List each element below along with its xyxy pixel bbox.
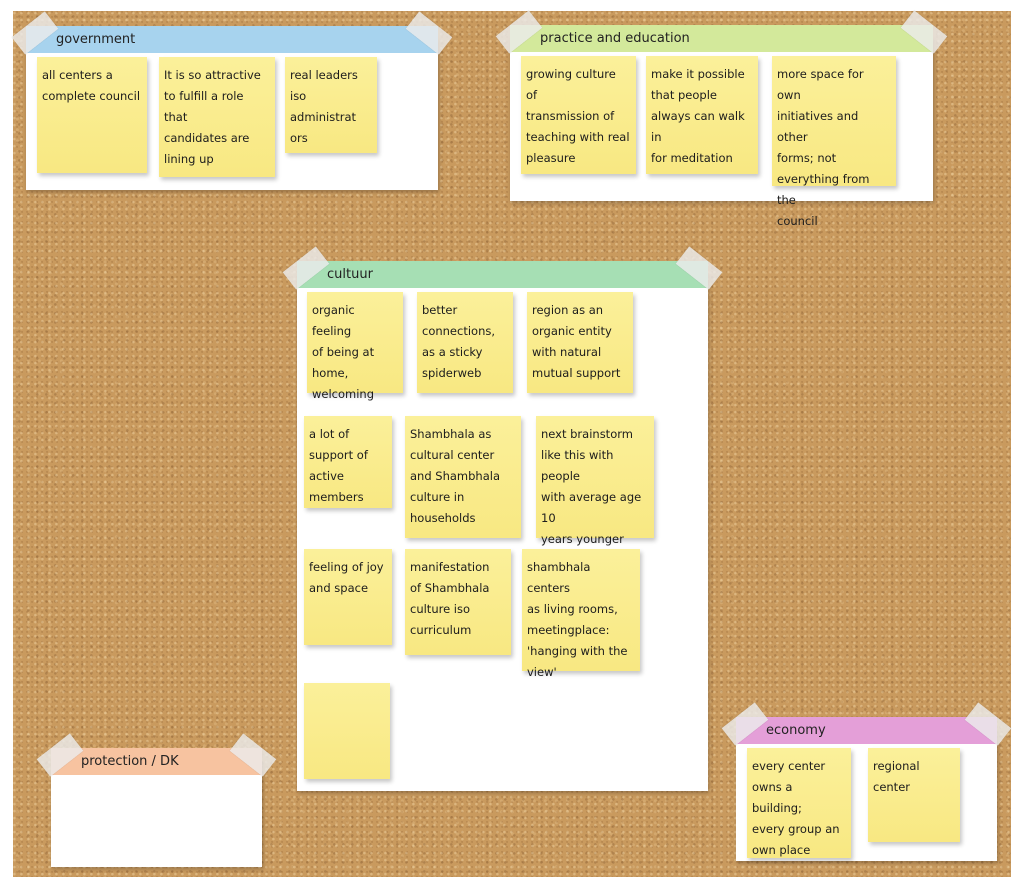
sticky-note[interactable]: more space for own initiatives and other…: [772, 56, 896, 228]
sticky-note[interactable]: next brainstorm like this with people wi…: [536, 416, 654, 546]
group-protection-dk: protection / DK: [36, 733, 277, 867]
sticky-note-empty[interactable]: [304, 683, 390, 779]
group-economy: economy every center owns a building; ev…: [721, 702, 1012, 861]
sticky-note[interactable]: organic feeling of being at home, welcom…: [307, 292, 403, 401]
sticky-note[interactable]: all centers a complete council: [37, 57, 147, 173]
sticky-note[interactable]: shambhala centers as living rooms, meeti…: [522, 549, 640, 679]
group-title-economy: economy: [736, 717, 997, 744]
group-cultuur: cultuur organic feeling of being at home…: [282, 246, 723, 791]
sticky-note[interactable]: Shambhala as cultural center and Shambha…: [405, 416, 521, 538]
sticky-note[interactable]: regional center: [868, 748, 960, 842]
sticky-note[interactable]: feeling of joy and space: [304, 549, 392, 645]
sticky-note[interactable]: manifestation of Shambhala culture iso c…: [405, 549, 511, 655]
group-practice-and-education: practice and education growing culture o…: [495, 10, 948, 228]
sticky-note[interactable]: growing culture of transmission of teach…: [521, 56, 636, 174]
sticky-note[interactable]: every center owns a building; every grou…: [747, 748, 851, 858]
sticky-note[interactable]: region as an organic entity with natural…: [527, 292, 633, 393]
group-title-cultuur: cultuur: [297, 261, 708, 288]
sticky-note[interactable]: a lot of support of active members: [304, 416, 392, 508]
group-title-government: government: [26, 26, 438, 53]
group-title-protection-dk: protection / DK: [51, 748, 262, 775]
sticky-note[interactable]: better connections, as a sticky spiderwe…: [417, 292, 513, 393]
corkboard: government all centers a complete counci…: [11, 10, 1012, 877]
sticky-note[interactable]: It is so attractive to fulfill a role th…: [159, 57, 275, 177]
sticky-note[interactable]: real leaders iso administrat ors: [285, 57, 377, 153]
group-title-practice-and-education: practice and education: [510, 25, 933, 52]
sticky-note[interactable]: make it possible that people always can …: [646, 56, 758, 174]
group-government: government all centers a complete counci…: [11, 11, 453, 190]
